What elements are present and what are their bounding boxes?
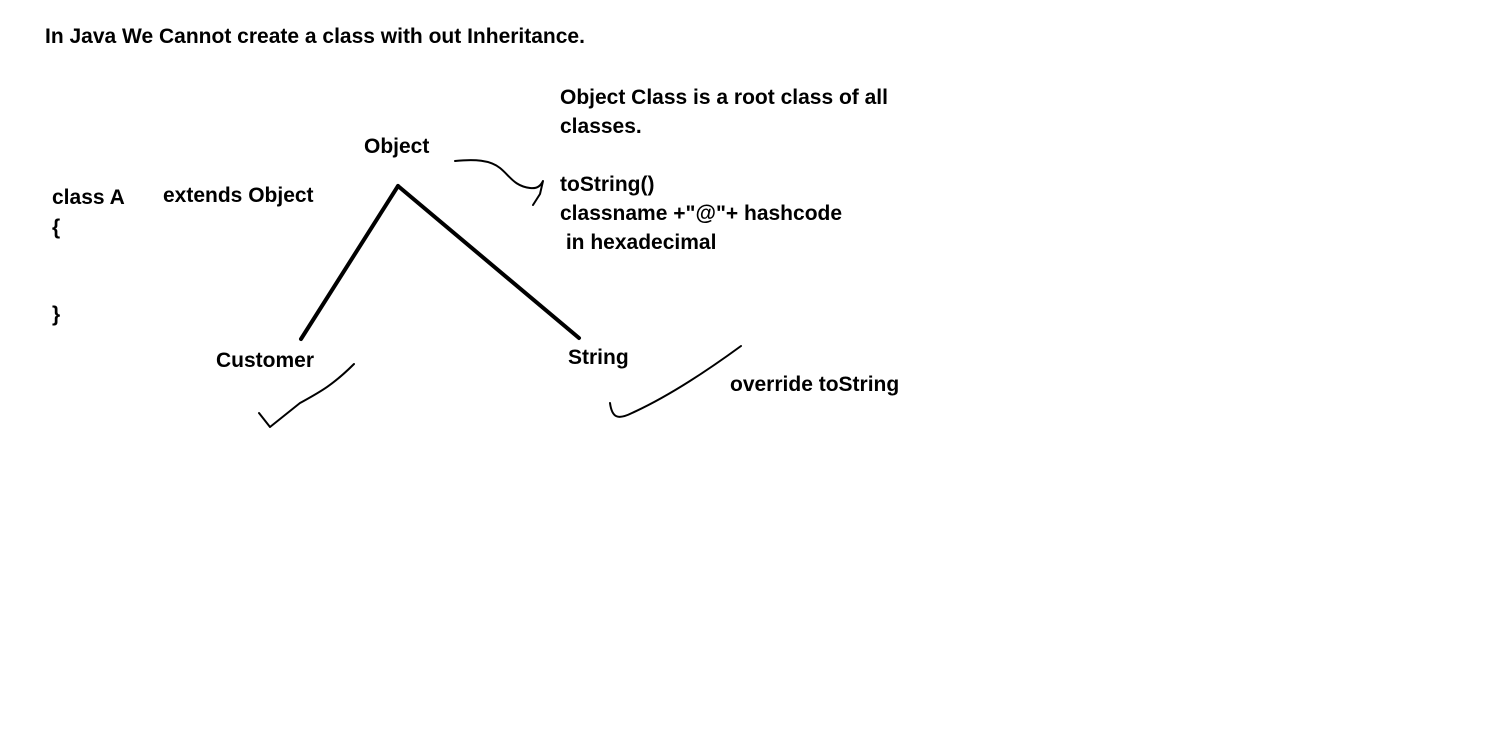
tostring-method-label: toString()	[560, 173, 655, 196]
override-note: override toString	[730, 373, 900, 396]
root-class-note-line-1: Object Class is a root class of all	[560, 86, 888, 109]
checkmark-string	[609, 345, 742, 418]
squiggle-arrow	[454, 159, 544, 206]
tree-node-customer: Customer	[216, 349, 315, 372]
page-title: In Java We Cannot create a class with ou…	[45, 25, 585, 48]
tree-node-string: String	[568, 346, 629, 369]
code-open-brace: {	[52, 216, 61, 239]
code-extends-clause: extends Object	[163, 184, 314, 207]
tostring-hex-line: in hexadecimal	[560, 231, 717, 254]
code-close-brace: }	[52, 303, 61, 326]
tree-node-object: Object	[364, 135, 430, 158]
root-class-note-line-2: classes.	[560, 115, 642, 138]
tostring-format-line: classname +"@"+ hashcode	[560, 202, 843, 225]
code-class-declaration: class A	[52, 186, 125, 209]
branch-object-to-string	[396, 184, 581, 340]
branch-object-to-customer	[299, 184, 400, 341]
